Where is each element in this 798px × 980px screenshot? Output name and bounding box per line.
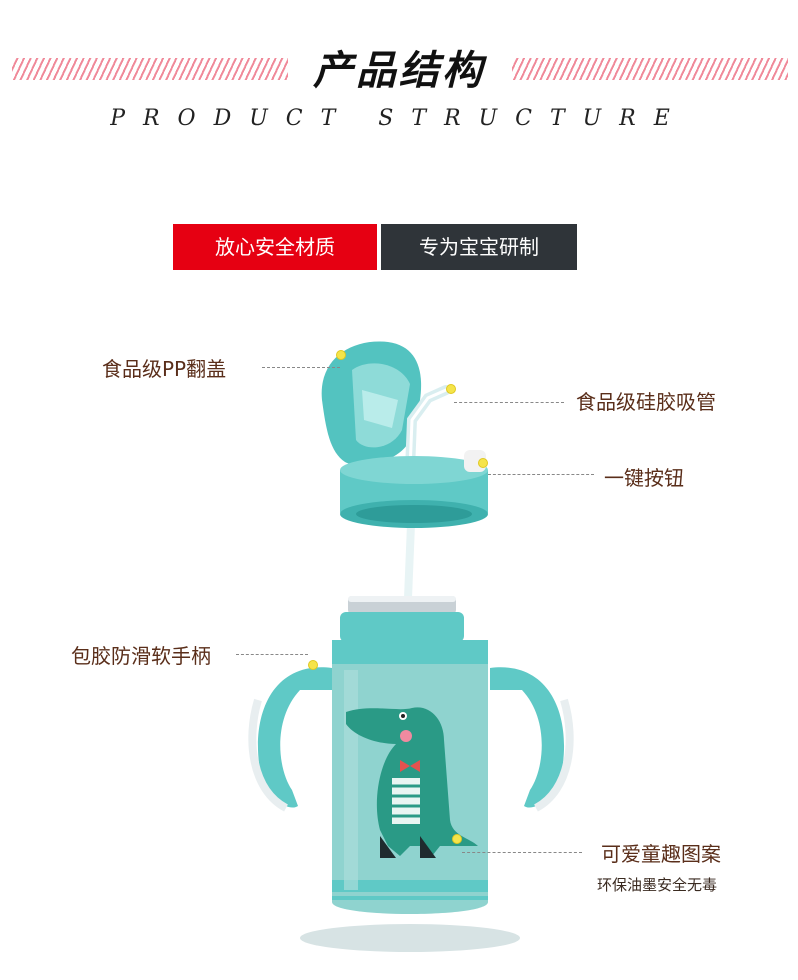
- lid-ring: [340, 450, 488, 528]
- crocodile-pattern: [346, 707, 478, 858]
- tag-safe-material: 放心安全材质: [173, 224, 377, 270]
- floor-shadow: [300, 924, 520, 952]
- callout-straw-label: 食品级硅胶吸管: [576, 390, 716, 414]
- callout-straw-dot: [446, 384, 456, 394]
- callout-pattern-note: 环保油墨安全无毒: [597, 876, 718, 894]
- callout-handle-line: [236, 654, 308, 655]
- page-title: 产品结构: [313, 48, 485, 94]
- flip-lid: [321, 341, 422, 466]
- callout-lid-label: 食品级PP翻盖: [102, 357, 227, 381]
- tag-for-baby: 专为宝宝研制: [381, 224, 577, 270]
- handles: [248, 667, 574, 812]
- callout-button-dot: [478, 458, 488, 468]
- callout-handle-dot: [308, 660, 318, 670]
- callout-lid-line: [262, 367, 340, 368]
- callout-handle-label: 包胶防滑软手柄: [71, 644, 211, 668]
- callout-straw-line: [454, 402, 564, 403]
- callout-lid-dot: [336, 350, 346, 360]
- bottle-neck: [340, 596, 464, 642]
- callout-pattern-line: [462, 852, 582, 853]
- callout-button-line: [488, 474, 594, 475]
- header-stripe-right: [512, 58, 788, 80]
- header-stripe-left: [12, 58, 288, 80]
- page-subtitle: PRODUCT STRUCTURE: [110, 106, 688, 131]
- callout-pattern-dot: [452, 834, 462, 844]
- callout-button-label: 一键按钮: [604, 466, 684, 490]
- callout-pattern-label: 可爱童趣图案: [601, 842, 721, 866]
